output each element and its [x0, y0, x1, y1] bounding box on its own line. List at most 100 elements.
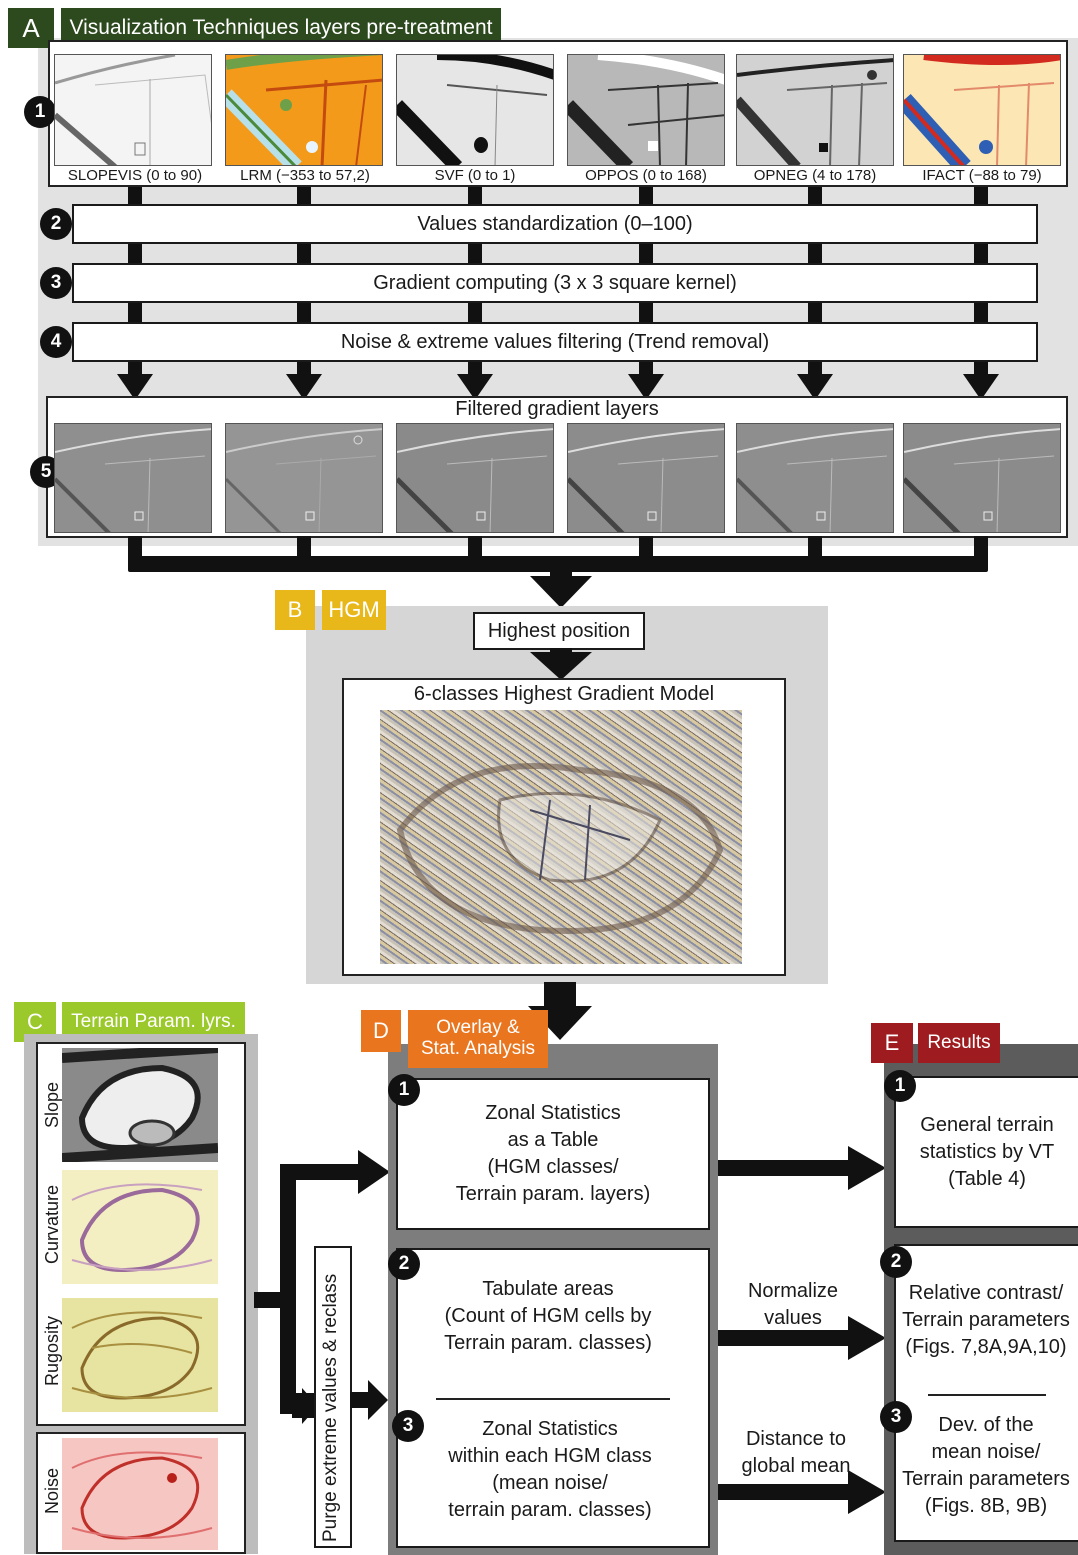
arrow-d1-to-e1: [718, 1146, 886, 1190]
d1-line-1: Zonal Statistics: [485, 1102, 621, 1124]
e23-box: [894, 1244, 1078, 1542]
d3-line-1: Zonal Statistics: [482, 1418, 618, 1440]
filtered-layer-4: [567, 423, 725, 533]
panel-e-title: Results: [918, 1023, 1000, 1063]
d2-line-3: Terrain param. classes): [444, 1332, 652, 1354]
arrow-d2-to-e2: [718, 1316, 886, 1360]
d1-badge: 1: [388, 1074, 420, 1106]
d2-text: Tabulate areas (Count of HGM cells by Te…: [398, 1276, 698, 1357]
distance-line-2: global mean: [741, 1455, 851, 1477]
thumbnail-caption-lrm: LRM (−353 to 57,2): [240, 167, 370, 184]
thumbnail-slopevis: [54, 54, 212, 166]
e2-text: Relative contrast/ Terrain parameters (F…: [894, 1280, 1078, 1361]
panel-b-title: HGM: [322, 590, 386, 630]
d1-box: Zonal Statistics as a Table (HGM classes…: [396, 1078, 710, 1230]
d1-line-4: Terrain param. layers): [455, 1183, 651, 1205]
e1-badge: 1: [884, 1070, 916, 1102]
thumbnail-opneg: [736, 54, 894, 166]
d1-line-3: (HGM classes/: [487, 1156, 619, 1178]
filtered-layer-6: [903, 423, 1061, 533]
distance-line-1: Distance to: [745, 1428, 847, 1450]
e3-line-1: Dev. of the: [938, 1414, 1034, 1436]
e3-text: Dev. of the mean noise/ Terrain paramete…: [894, 1412, 1078, 1520]
d3-line-2: within each HGM class: [448, 1445, 652, 1467]
arrow-to-model: [530, 648, 592, 680]
d3-line-3: (mean noise/: [492, 1472, 608, 1494]
d2-line-1: Tabulate areas: [482, 1278, 614, 1300]
curvature-layer-image: [62, 1170, 218, 1284]
step-3-badge: 3: [40, 267, 72, 299]
arrow-d3-to-e3: [718, 1470, 886, 1514]
d1-line-2: as a Table: [507, 1129, 599, 1151]
step-3-box: Gradient computing (3 x 3 square kernel): [72, 263, 1038, 303]
d2-badge: 2: [388, 1248, 420, 1280]
purge-arrow-out: [350, 1380, 388, 1420]
filtered-layer-2: [225, 423, 383, 533]
slope-layer-image: [62, 1048, 218, 1162]
purge-box: [314, 1246, 352, 1548]
slope-label: Slope: [42, 1081, 62, 1128]
filtered-layer-3: [396, 423, 554, 533]
thumbnail-lrm: [225, 54, 383, 166]
step-1-badge: 1: [24, 96, 56, 128]
e1-line-1: General terrain: [920, 1113, 1054, 1136]
highest-position-box: Highest position: [473, 612, 645, 650]
panel-d-title: Overlay & Stat. Analysis: [408, 1010, 548, 1068]
panel-b-letter: B: [275, 590, 315, 630]
purge-label: Purge extreme values & reclass: [320, 1273, 341, 1542]
e2-line-1: Relative contrast/: [908, 1282, 1064, 1304]
thumbnail-caption-oppos: OPPOS (0 to 168): [585, 167, 707, 184]
panel-d-title-line-2: Stat. Analysis: [420, 1038, 536, 1059]
filtered-gradient-frame: [46, 396, 1068, 538]
thumbnail-ifact: [903, 54, 1061, 166]
e-divider: [928, 1394, 1046, 1396]
d3-text: Zonal Statistics within each HGM class (…: [400, 1416, 700, 1524]
filtered-layer-5: [736, 423, 894, 533]
filtered-gradient-title: Filtered gradient layers: [455, 398, 659, 420]
panel-a-letter: A: [8, 8, 54, 48]
e1-box: General terrain statistics by VT (Table …: [894, 1076, 1078, 1228]
distance-label: Distance to global mean: [726, 1426, 866, 1480]
hgm-model-title: 6-classes Highest Gradient Model: [413, 683, 715, 705]
step-4-box: Noise & extreme values filtering (Trend …: [72, 322, 1038, 362]
e1-line-3: (Table 4): [948, 1167, 1026, 1190]
normalize-line-2: values: [764, 1307, 822, 1329]
d3-line-4: terrain param. classes): [448, 1499, 652, 1521]
filtered-layer-1: [54, 423, 212, 533]
e3-badge: 3: [880, 1401, 912, 1433]
thumbnail-strip: [48, 40, 1068, 187]
hgm-model-image: [380, 710, 742, 964]
d2-line-2: (Count of HGM cells by: [444, 1305, 652, 1327]
e3-line-4: (Figs. 8B, 9B): [924, 1495, 1048, 1517]
d3-badge: 3: [392, 1410, 424, 1442]
e2-badge: 2: [880, 1246, 912, 1278]
rugosity-label: Rugosity: [42, 1315, 62, 1386]
thumbnail-svf: [396, 54, 554, 166]
e3-line-3: Terrain parameters: [902, 1468, 1070, 1490]
step-2-badge: 2: [40, 208, 72, 240]
step-2-box: Values standardization (0–100): [72, 204, 1038, 244]
noise-layer-image: [62, 1438, 218, 1550]
rugosity-layer-image: [62, 1298, 218, 1412]
d-divider: [436, 1398, 670, 1400]
panel-d-title-line-1: Overlay &: [436, 1017, 520, 1039]
e3-line-2: mean noise/: [931, 1441, 1041, 1463]
merge-connector: [128, 536, 988, 608]
curvature-label: Curvature: [42, 1184, 62, 1264]
normalize-label: Normalize values: [726, 1278, 860, 1332]
arrowheads-row-a: [117, 374, 999, 400]
step-4-badge: 4: [40, 326, 72, 358]
normalize-line-1: Normalize: [747, 1280, 839, 1302]
panel-e-letter: E: [871, 1023, 913, 1063]
e2-line-2: Terrain parameters: [902, 1309, 1070, 1331]
thumbnail-oppos: [567, 54, 725, 166]
e2-line-3: (Figs. 7,8A,9A,10): [905, 1336, 1067, 1358]
noise-label: Noise: [42, 1467, 62, 1514]
thumbnail-caption-svf: SVF (0 to 1): [434, 167, 516, 184]
e1-line-2: statistics by VT: [919, 1140, 1055, 1163]
thumbnail-caption-slopevis: SLOPEVIS (0 to 90): [67, 167, 203, 184]
purge-arrow-in: [280, 1388, 318, 1424]
thumbnail-caption-opneg: OPNEG (4 to 178): [753, 167, 877, 184]
panel-d-letter: D: [361, 1010, 401, 1052]
thumbnail-caption-ifact: IFACT (−88 to 79): [922, 167, 1042, 184]
